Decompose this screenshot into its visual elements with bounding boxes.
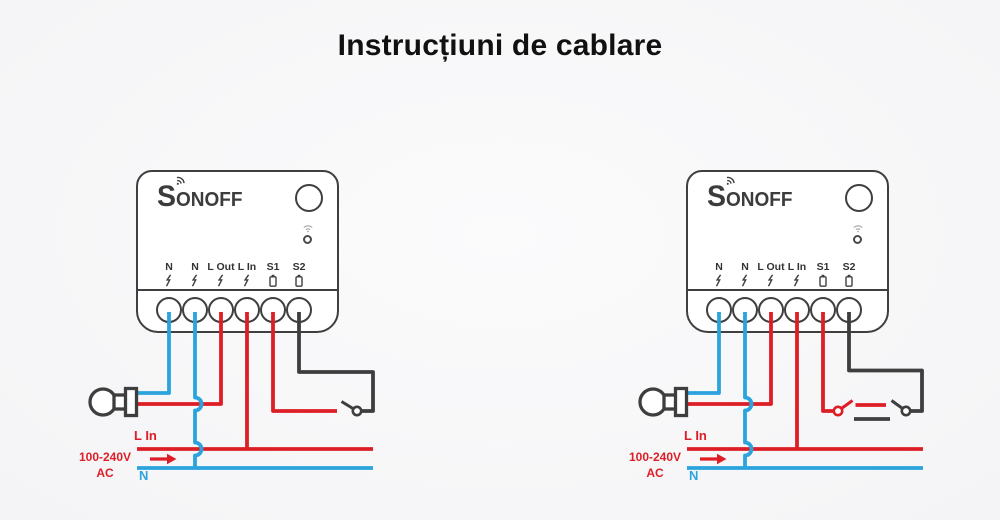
bulb-base xyxy=(123,386,139,418)
battery-icon xyxy=(295,274,303,287)
terminal-hole xyxy=(836,297,862,323)
terminal-label-n2: N xyxy=(172,262,218,291)
line-in-label: L In xyxy=(684,428,707,443)
terminal-hole xyxy=(810,297,836,323)
flow-arrow-head xyxy=(717,453,727,465)
lightning-icon xyxy=(243,273,250,287)
lightning-icon xyxy=(741,273,748,287)
battery-icon xyxy=(845,274,853,287)
neutral-label: N xyxy=(689,468,699,483)
sonoff-logo: SONOFF xyxy=(157,178,247,212)
terminal-label-lout: L Out xyxy=(198,262,244,291)
bulb-neck xyxy=(662,393,678,411)
battery-icon xyxy=(819,274,827,287)
switch-contact-live xyxy=(832,405,844,417)
logo-wifi-icon xyxy=(726,176,735,185)
switch-lever-live xyxy=(837,399,854,413)
terminal-hole xyxy=(208,297,234,323)
wifi-indicator-icon xyxy=(853,225,863,233)
pairing-button xyxy=(845,184,873,212)
ac-label: AC xyxy=(96,466,114,480)
logo-wifi-icon xyxy=(176,176,185,185)
bulb-neck xyxy=(112,393,128,411)
terminal-strip-divider xyxy=(688,289,887,291)
switch-lever-signal xyxy=(890,399,907,413)
terminal-label-s2: S2 xyxy=(276,262,322,291)
lightning-icon xyxy=(793,273,800,287)
terminal-label-s2: S2 xyxy=(826,262,872,291)
terminal-hole xyxy=(758,297,784,323)
diagram-right-common xyxy=(638,312,923,470)
sonoff-device-left: SONOFF N N L Out L In xyxy=(136,170,339,333)
led-indicator xyxy=(303,235,312,244)
terminal-label-n2: N xyxy=(722,262,768,291)
switch-contact-signal xyxy=(900,405,912,417)
sonoff-logo: SONOFF xyxy=(707,178,797,212)
terminal-label-n1: N xyxy=(696,262,742,291)
terminal-hole xyxy=(286,297,312,323)
pairing-button xyxy=(295,184,323,212)
wire-neutral-down xyxy=(193,312,204,468)
voltage-label: 100-240V xyxy=(628,450,682,464)
light-bulb xyxy=(638,387,668,417)
terminal-hole xyxy=(234,297,260,323)
terminal-strip-divider xyxy=(138,289,337,291)
switch-contact xyxy=(351,405,363,417)
switch-lever xyxy=(340,400,358,413)
voltage-label: 100-240V xyxy=(78,450,132,464)
lightning-icon xyxy=(767,273,774,287)
neutral-label: N xyxy=(139,468,149,483)
terminal-label-s1: S1 xyxy=(250,262,296,291)
brand-wordmark: SONOFF xyxy=(707,180,793,213)
ac-label: AC xyxy=(646,466,664,480)
terminal-label-lin: L In xyxy=(224,262,270,291)
page-title: Instrucțiuni de cablare xyxy=(337,29,663,62)
lightning-icon xyxy=(191,273,198,287)
terminal-label-lout: L Out xyxy=(748,262,794,291)
terminal-hole xyxy=(732,297,758,323)
terminal-hole xyxy=(260,297,286,323)
flow-arrow-head xyxy=(167,453,177,465)
light-bulb xyxy=(88,387,118,417)
led-indicator xyxy=(853,235,862,244)
sonoff-device-right: SONOFF N N L Out L In xyxy=(686,170,889,333)
terminal-hole xyxy=(706,297,732,323)
battery-icon xyxy=(269,274,277,287)
wifi-indicator-icon xyxy=(303,225,313,233)
terminal-label-lin: L In xyxy=(774,262,820,291)
terminal-hole xyxy=(182,297,208,323)
terminal-hole xyxy=(156,297,182,323)
lightning-icon xyxy=(217,273,224,287)
line-in-label: L In xyxy=(134,428,157,443)
terminal-label-n1: N xyxy=(146,262,192,291)
lightning-icon xyxy=(165,273,172,287)
wire-neutral-down xyxy=(743,312,754,468)
terminal-hole xyxy=(784,297,810,323)
bulb-base xyxy=(673,386,689,418)
lightning-icon xyxy=(715,273,722,287)
brand-wordmark: SONOFF xyxy=(157,180,243,213)
terminal-label-s1: S1 xyxy=(800,262,846,291)
diagram-left-common xyxy=(88,312,373,470)
